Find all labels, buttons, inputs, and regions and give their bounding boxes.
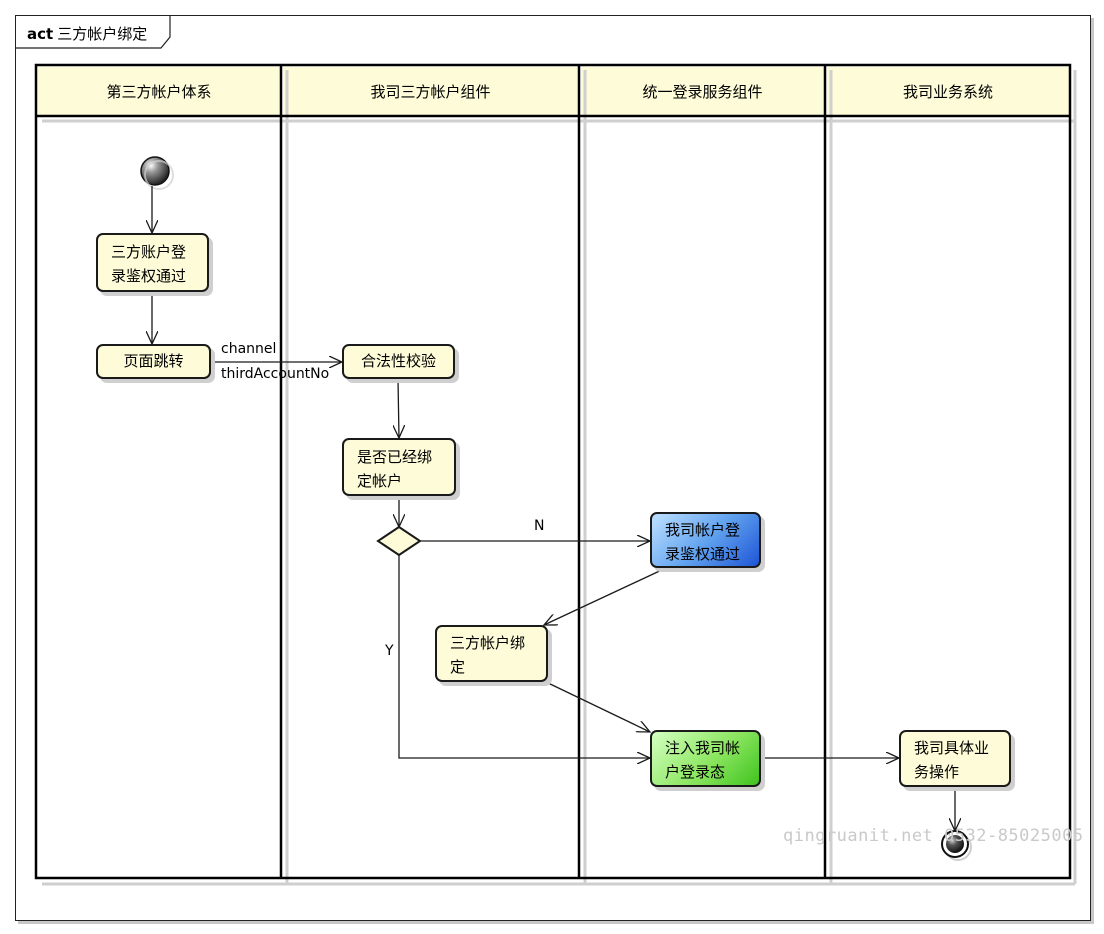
activity-inject-login-state-line1: 注入我司帐 <box>665 739 741 757</box>
activity-our-account-auth-line2: 录鉴权通过 <box>665 545 741 563</box>
edge-label-no: N <box>534 518 545 534</box>
activity-business-operation: 我司具体业 务操作 <box>899 730 1011 787</box>
watermark: qingruanit.net 0532-85025005 <box>783 826 1084 846</box>
edge-label-yes: Y <box>385 643 394 659</box>
edges <box>152 186 955 831</box>
edge-label-third-account-no: thirdAccountNo <box>221 366 330 382</box>
activity-our-account-auth: 我司帐户登 录鉴权通过 <box>650 512 761 568</box>
end-node <box>941 830 972 861</box>
activity-validation: 合法性校验 <box>342 344 455 379</box>
activity-third-party-auth-line2: 录鉴权通过 <box>111 267 187 285</box>
lane-header-unified-login: 统一登录服务组件 <box>581 67 824 115</box>
activity-business-operation-line1: 我司具体业 <box>914 739 990 757</box>
swimlane-grid <box>34 63 1072 880</box>
lane-header-our-business: 我司业务系统 <box>827 67 1069 115</box>
lane-header-our-third-party-component: 我司三方帐户组件 <box>283 67 578 115</box>
activity-inject-login-state: 注入我司帐 户登录态 <box>650 730 761 787</box>
activity-third-party-auth-line1: 三方账户登 <box>111 243 187 261</box>
activity-business-operation-line2: 务操作 <box>914 763 960 781</box>
edge-label-channel: channel <box>221 341 277 357</box>
lane-shadows <box>42 70 1077 886</box>
activity-third-party-auth: 三方账户登 录鉴权通过 <box>96 233 209 292</box>
diagram-frame <box>15 15 1091 921</box>
activity-is-bound: 是否已经绑 定帐户 <box>342 438 456 496</box>
activity-our-account-auth-line1: 我司帐户登 <box>665 521 741 539</box>
frame-tab-outline <box>15 15 171 49</box>
activity-bind-third-account-line1: 三方帐户绑 <box>450 634 526 652</box>
lane-header-third-party: 第三方帐户体系 <box>38 67 280 115</box>
activity-page-jump: 页面跳转 <box>96 344 211 379</box>
frame-title-text: 三方帐户绑定 <box>57 25 148 43</box>
activity-bind-third-account: 三方帐户绑 定 <box>435 625 548 682</box>
decision-diamond <box>376 525 422 557</box>
activity-bind-third-account-line2: 定 <box>450 658 466 676</box>
activity-is-bound-line1: 是否已经绑 <box>357 448 433 466</box>
frame-keyword: act <box>27 25 54 43</box>
start-node <box>140 156 170 186</box>
activity-is-bound-line2: 定帐户 <box>357 472 403 490</box>
activity-inject-login-state-line2: 户登录态 <box>665 763 726 781</box>
